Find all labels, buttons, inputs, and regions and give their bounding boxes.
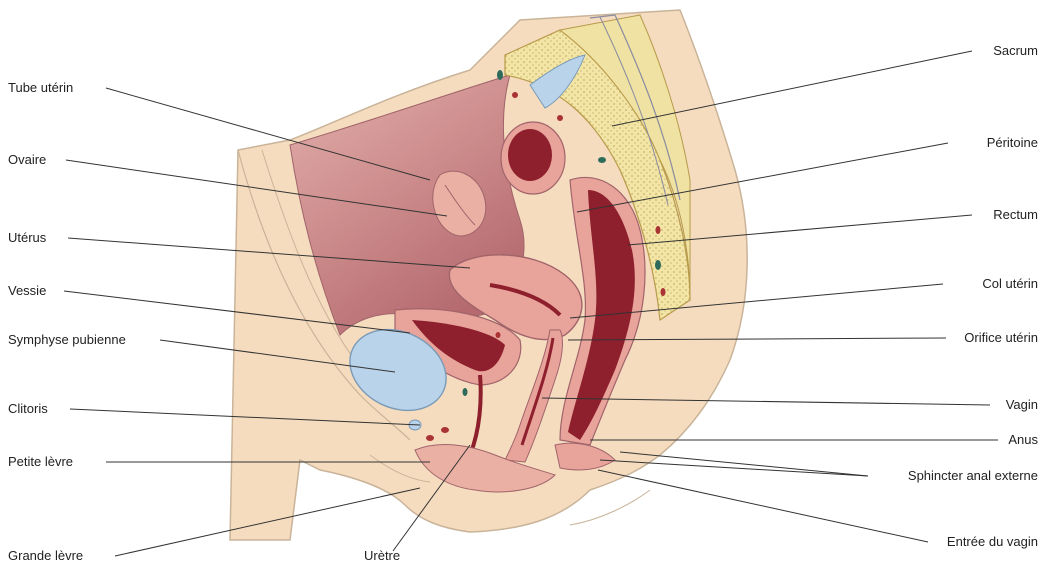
- label-clitoris: Clitoris: [8, 401, 48, 417]
- label-col-uterin: Col utérin: [982, 276, 1038, 292]
- label-petite-levre: Petite lèvre: [8, 454, 73, 470]
- label-entree-du-vagin: Entrée du vagin: [947, 534, 1038, 550]
- label-orifice-uterin: Orifice utérin: [964, 330, 1038, 346]
- label-rectum: Rectum: [993, 207, 1038, 223]
- label-uretre: Urètre: [364, 548, 400, 564]
- label-uterus: Utérus: [8, 230, 46, 246]
- label-vagin: Vagin: [1006, 397, 1038, 413]
- label-ovaire: Ovaire: [8, 152, 46, 168]
- label-anus: Anus: [1008, 432, 1038, 448]
- label-sacrum: Sacrum: [993, 43, 1038, 59]
- label-peritoine: Péritoine: [987, 135, 1038, 151]
- label-tube-uterin: Tube utérin: [8, 80, 73, 96]
- label-vessie: Vessie: [8, 283, 46, 299]
- label-grande-levre: Grande lèvre: [8, 548, 83, 564]
- label-symphyse-pubienne: Symphyse pubienne: [8, 332, 126, 348]
- label-sphincter-anal-externe: Sphincter anal externe: [908, 468, 1038, 484]
